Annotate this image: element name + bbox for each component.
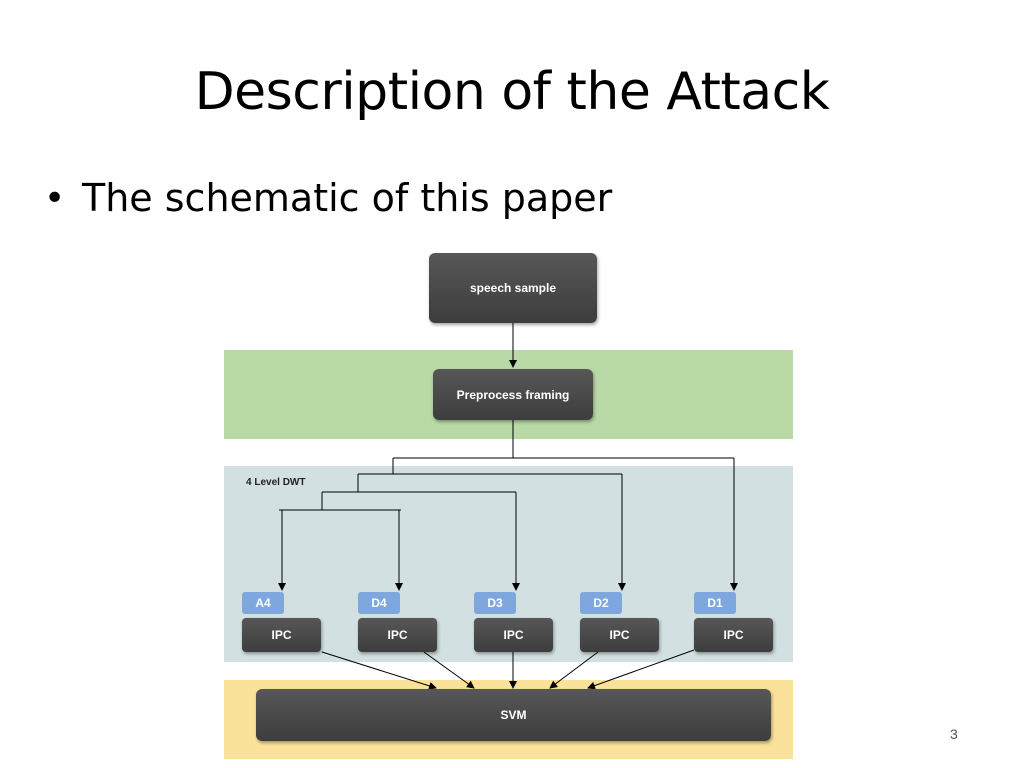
ipc-node-a4: IPC bbox=[242, 618, 321, 652]
ipc-node-d1: IPC bbox=[694, 618, 773, 652]
tag-d3: D3 bbox=[474, 592, 516, 614]
bullet-icon: • bbox=[44, 177, 66, 219]
arrow-ipc5-svm bbox=[587, 649, 695, 690]
svm-node: SVM bbox=[256, 689, 771, 741]
ipc-node-d2: IPC bbox=[580, 618, 659, 652]
ipc-node-d4: IPC bbox=[358, 618, 437, 652]
page-number: 3 bbox=[950, 726, 958, 742]
arrow-ipc4-svm bbox=[549, 651, 599, 689]
preprocess-node: Preprocess framing bbox=[433, 369, 593, 420]
arrow-ipc1-svm bbox=[321, 651, 437, 690]
speech-sample-node: speech sample bbox=[429, 253, 597, 323]
bullet-item: • The schematic of this paper bbox=[44, 176, 612, 220]
tag-a4: A4 bbox=[242, 592, 284, 614]
tag-d4: D4 bbox=[358, 592, 400, 614]
tag-d2: D2 bbox=[580, 592, 622, 614]
tag-d1: D1 bbox=[694, 592, 736, 614]
dwt-label: 4 Level DWT bbox=[246, 477, 306, 488]
ipc-node-d3: IPC bbox=[474, 618, 553, 652]
arrow-ipc2-svm bbox=[423, 651, 475, 689]
slide-title: Description of the Attack bbox=[194, 62, 830, 122]
bullet-text: The schematic of this paper bbox=[82, 176, 613, 220]
